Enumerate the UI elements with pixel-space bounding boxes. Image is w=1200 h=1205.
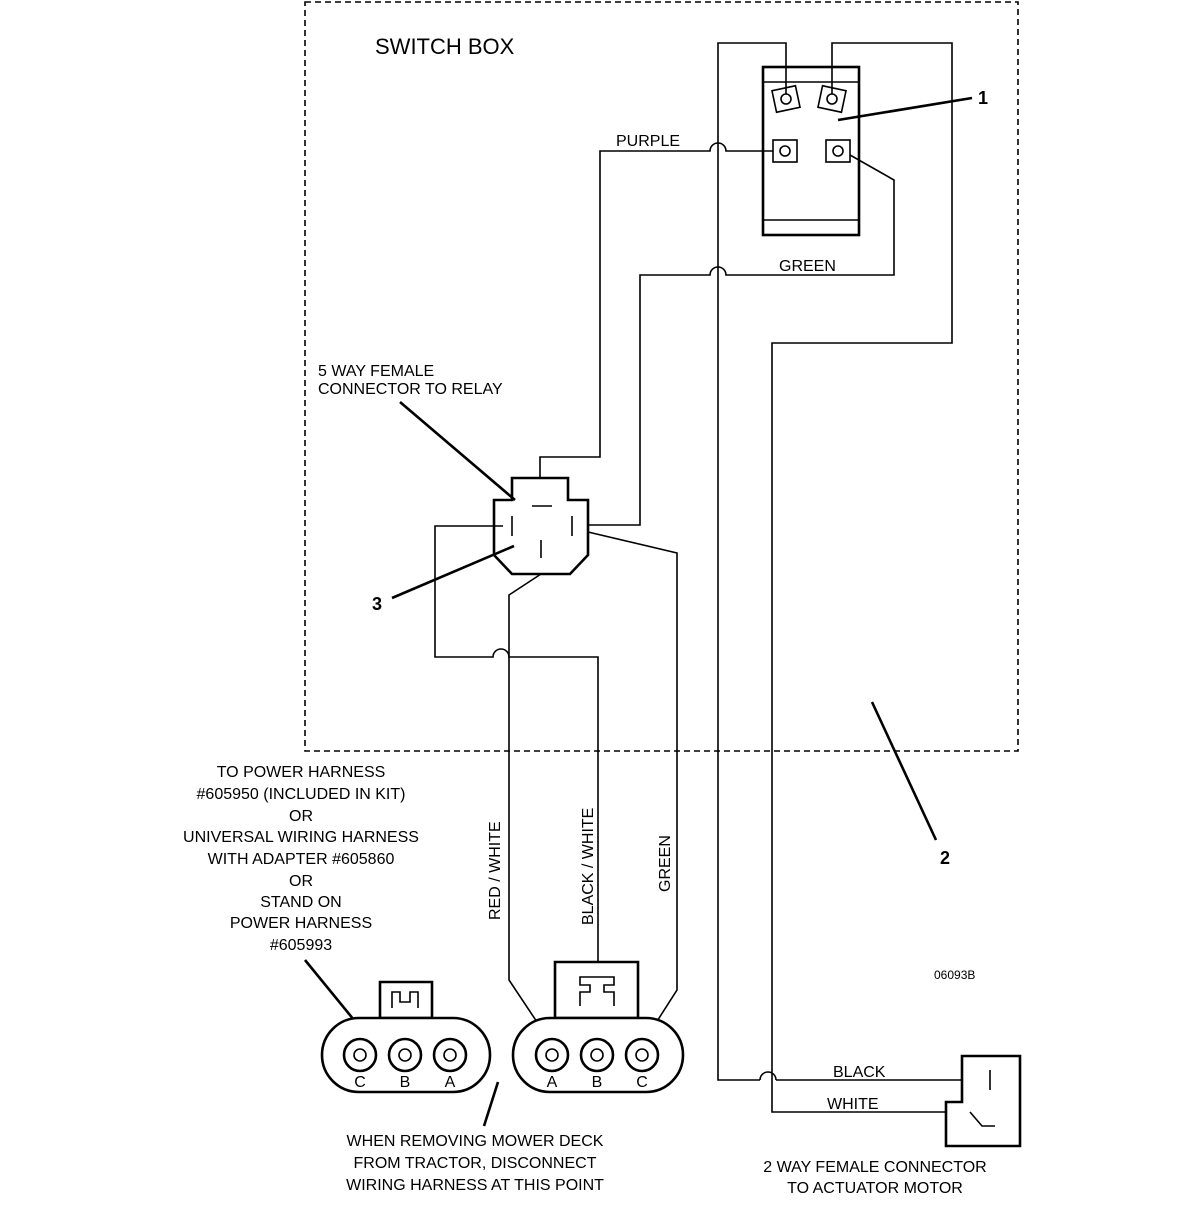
right-pin-label: C	[636, 1074, 648, 1091]
power-note-line: #605950 (INCLUDED IN KIT)	[197, 786, 406, 803]
power-note-line: OR	[289, 808, 313, 825]
right-pin-label: A	[547, 1074, 558, 1091]
wire-label-green-vertical: GREEN	[657, 835, 674, 892]
wire-purple	[539, 142, 773, 482]
wire-label-black-white: BLACK / WHITE	[580, 808, 597, 925]
power-note-leader	[303, 959, 356, 1021]
wire-label-black: BLACK	[833, 1064, 886, 1081]
wire-green-switch	[581, 154, 895, 526]
power-note-line: STAND ON	[260, 894, 341, 911]
power-note-line: TO POWER HARNESS	[217, 764, 386, 781]
callout-1-leader	[837, 96, 973, 122]
terminal-top-left-icon	[771, 84, 801, 114]
left-pin-a-icon	[432, 1037, 468, 1073]
rocker-switch	[761, 65, 861, 237]
right-pin-a-icon	[534, 1037, 570, 1073]
callout-2: 2	[940, 848, 950, 868]
wire-green-harness	[587, 531, 678, 1041]
left-pin-b-icon	[387, 1037, 423, 1073]
relay-label-line1: 5 WAY FEMALE	[318, 363, 434, 380]
left-pin-label: A	[445, 1074, 456, 1091]
wire-red-white	[508, 573, 550, 1041]
harness-connector-right: A B C	[511, 960, 685, 1094]
mower-note-line: FROM TRACTOR, DISCONNECT	[354, 1155, 597, 1172]
left-pin-label: B	[400, 1074, 411, 1091]
right-pin-label: B	[592, 1074, 603, 1091]
wire-black-actuator	[717, 42, 787, 1081]
wire-label-red-white: RED / WHITE	[487, 821, 504, 920]
terminal-top-right-icon	[817, 84, 847, 114]
callout-1: 1	[978, 88, 988, 108]
relay-label-line2: CONNECTOR TO RELAY	[318, 381, 503, 398]
relay-connector	[492, 476, 590, 576]
wire-white-actuator	[771, 42, 953, 1113]
left-connector-key-icon	[391, 991, 419, 1008]
wire-label-green-top: GREEN	[779, 258, 836, 275]
actuator-label-line2: TO ACTUATOR MOTOR	[787, 1180, 963, 1197]
mower-note-line: WIRING HARNESS AT THIS POINT	[346, 1177, 604, 1194]
right-connector-key-icon	[579, 976, 615, 1006]
actuator-connector	[944, 1054, 1022, 1148]
relay-leader-line	[399, 401, 516, 501]
right-pin-b-icon	[579, 1037, 615, 1073]
drawing-number: 06093B	[934, 968, 975, 982]
left-pin-label: C	[354, 1074, 366, 1091]
terminal-lower-right-icon	[825, 139, 851, 163]
power-note-line: POWER HARNESS	[230, 915, 372, 932]
power-note-line: UNIVERSAL WIRING HARNESS	[183, 829, 419, 846]
actuator-label-line1: 2 WAY FEMALE CONNECTOR	[763, 1159, 986, 1176]
callout-3-leader	[391, 544, 515, 600]
power-harness-note: TO POWER HARNESS #605950 (INCLUDED IN KI…	[183, 764, 419, 954]
callout-3: 3	[372, 594, 382, 614]
actuator-pin-white-icon	[969, 1111, 995, 1127]
wire-label-white: WHITE	[827, 1096, 879, 1113]
left-pin-c-icon	[342, 1037, 378, 1073]
right-pin-c-icon	[624, 1037, 660, 1073]
callout-2-leader	[870, 701, 938, 841]
power-note-line: #605993	[270, 937, 332, 954]
mower-note-leader	[482, 1081, 500, 1127]
harness-connector-left: C B A	[320, 980, 492, 1094]
switch-box-title: SWITCH BOX	[375, 34, 515, 59]
wire-label-purple: PURPLE	[616, 133, 680, 150]
wire-crossover-hop	[759, 1071, 777, 1081]
power-note-line: WITH ADAPTER #605860	[208, 851, 395, 868]
mower-note-line: WHEN REMOVING MOWER DECK	[347, 1133, 604, 1150]
power-note-line: OR	[289, 873, 313, 890]
